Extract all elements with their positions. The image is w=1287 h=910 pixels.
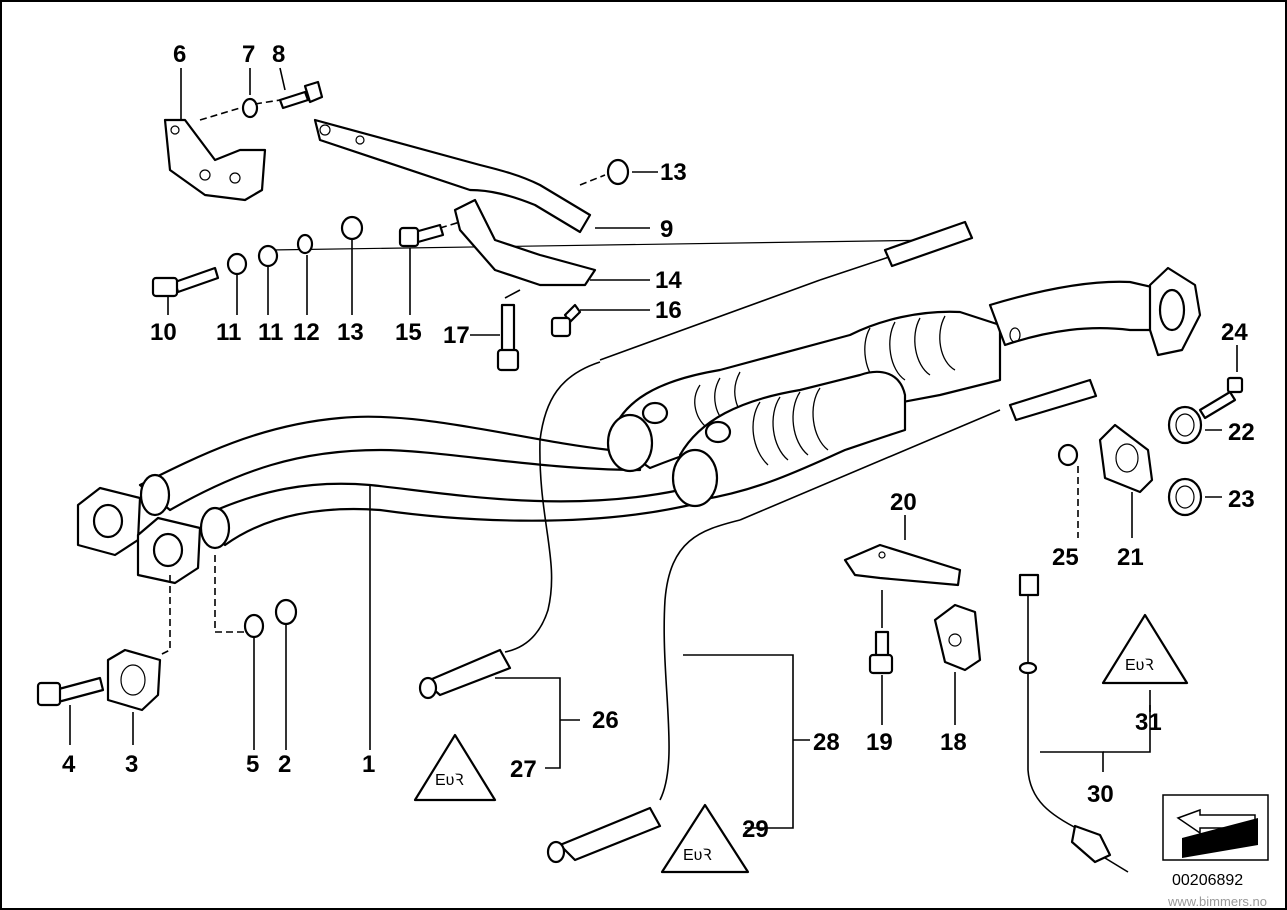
bolt-24 — [1198, 376, 1244, 420]
callout-2: 2 — [278, 751, 291, 778]
callout-5: 5 — [246, 751, 259, 778]
callout-13a: 13 — [660, 159, 687, 186]
callout-13b: 13 — [337, 319, 364, 346]
callout-30: 30 — [1087, 781, 1114, 808]
watermark: www.bimmers.no — [1167, 894, 1267, 909]
callout-20: 20 — [890, 489, 917, 516]
callout-labels: 1 2 3 4 5 6 7 8 9 10 11 11 12 13 13 14 1… — [62, 41, 1255, 843]
callout-15: 15 — [395, 319, 422, 346]
callout-25: 25 — [1052, 544, 1079, 571]
callout-9: 9 — [660, 216, 673, 243]
washer-5 — [243, 613, 265, 639]
bolt-19 — [868, 630, 894, 675]
clamp-14 — [453, 198, 597, 287]
rubber-mount-18 — [933, 603, 982, 672]
callout-10: 10 — [150, 319, 177, 346]
callout-16: 16 — [655, 297, 682, 324]
svg-text:EᴜꝚ: EᴜꝚ — [1125, 657, 1154, 674]
leader-lines — [69, 67, 1238, 829]
warning-symbol-27: EᴜꝚ — [413, 733, 497, 802]
ring-23 — [1167, 477, 1203, 517]
nut-2 — [274, 598, 298, 626]
callout-7: 7 — [242, 41, 255, 68]
callout-27: 27 — [510, 756, 537, 783]
callout-23: 23 — [1228, 486, 1255, 513]
direction-arrow-box — [1162, 794, 1269, 861]
warning-symbol-29: EᴜꝚ — [660, 803, 750, 874]
stud-17 — [496, 303, 520, 372]
callout-21: 21 — [1117, 544, 1144, 571]
nut-13-top — [606, 158, 630, 186]
bracket-6 — [163, 118, 267, 202]
callout-11b: 11 — [258, 319, 283, 346]
diagram-id: 00206892 — [1172, 872, 1243, 889]
bolt-16 — [550, 303, 582, 338]
oxygen-sensor-lower — [546, 378, 1098, 864]
callout-18: 18 — [940, 729, 967, 756]
strap-bracket-9 — [313, 118, 592, 234]
bolt-8 — [278, 80, 324, 110]
holder-20 — [843, 543, 962, 587]
bolt-4 — [36, 676, 105, 707]
exhaust-pipe-assembly — [76, 266, 1202, 585]
ring-22 — [1167, 405, 1203, 445]
oxygen-sensor-upper — [269, 220, 974, 700]
callout-31: 31 — [1135, 709, 1162, 736]
nut-11a — [226, 252, 248, 276]
svg-text:EᴜꝚ: EᴜꝚ — [683, 847, 712, 864]
gasket-3 — [106, 648, 162, 712]
callout-1: 1 — [362, 751, 375, 778]
nut-25 — [1057, 443, 1079, 467]
callout-28: 28 — [813, 729, 840, 756]
warning-symbol-31: EᴜꝚ — [1101, 613, 1189, 685]
svg-text:EᴜꝚ: EᴜꝚ — [435, 772, 464, 789]
callout-4: 4 — [62, 751, 76, 778]
callout-19: 19 — [866, 729, 893, 756]
callout-8: 8 — [272, 41, 285, 68]
nut-11b — [257, 244, 279, 268]
callout-11a: 11 — [216, 319, 241, 346]
washer-12 — [296, 233, 314, 255]
nut-13-bottom — [340, 215, 364, 241]
callout-22: 22 — [1228, 419, 1255, 446]
callout-29: 29 — [742, 816, 769, 843]
callout-26: 26 — [592, 707, 619, 734]
temperature-sensor-30 — [1018, 573, 1129, 873]
nut-7 — [241, 97, 259, 119]
callout-17: 17 — [443, 322, 470, 349]
callout-3: 3 — [125, 751, 138, 778]
callout-12: 12 — [293, 319, 320, 346]
callout-14: 14 — [655, 267, 682, 294]
bolt-15 — [398, 223, 445, 248]
callout-6: 6 — [173, 41, 186, 68]
bolt-10 — [151, 266, 220, 298]
callout-24: 24 — [1221, 319, 1248, 346]
gasket-21 — [1098, 423, 1154, 494]
